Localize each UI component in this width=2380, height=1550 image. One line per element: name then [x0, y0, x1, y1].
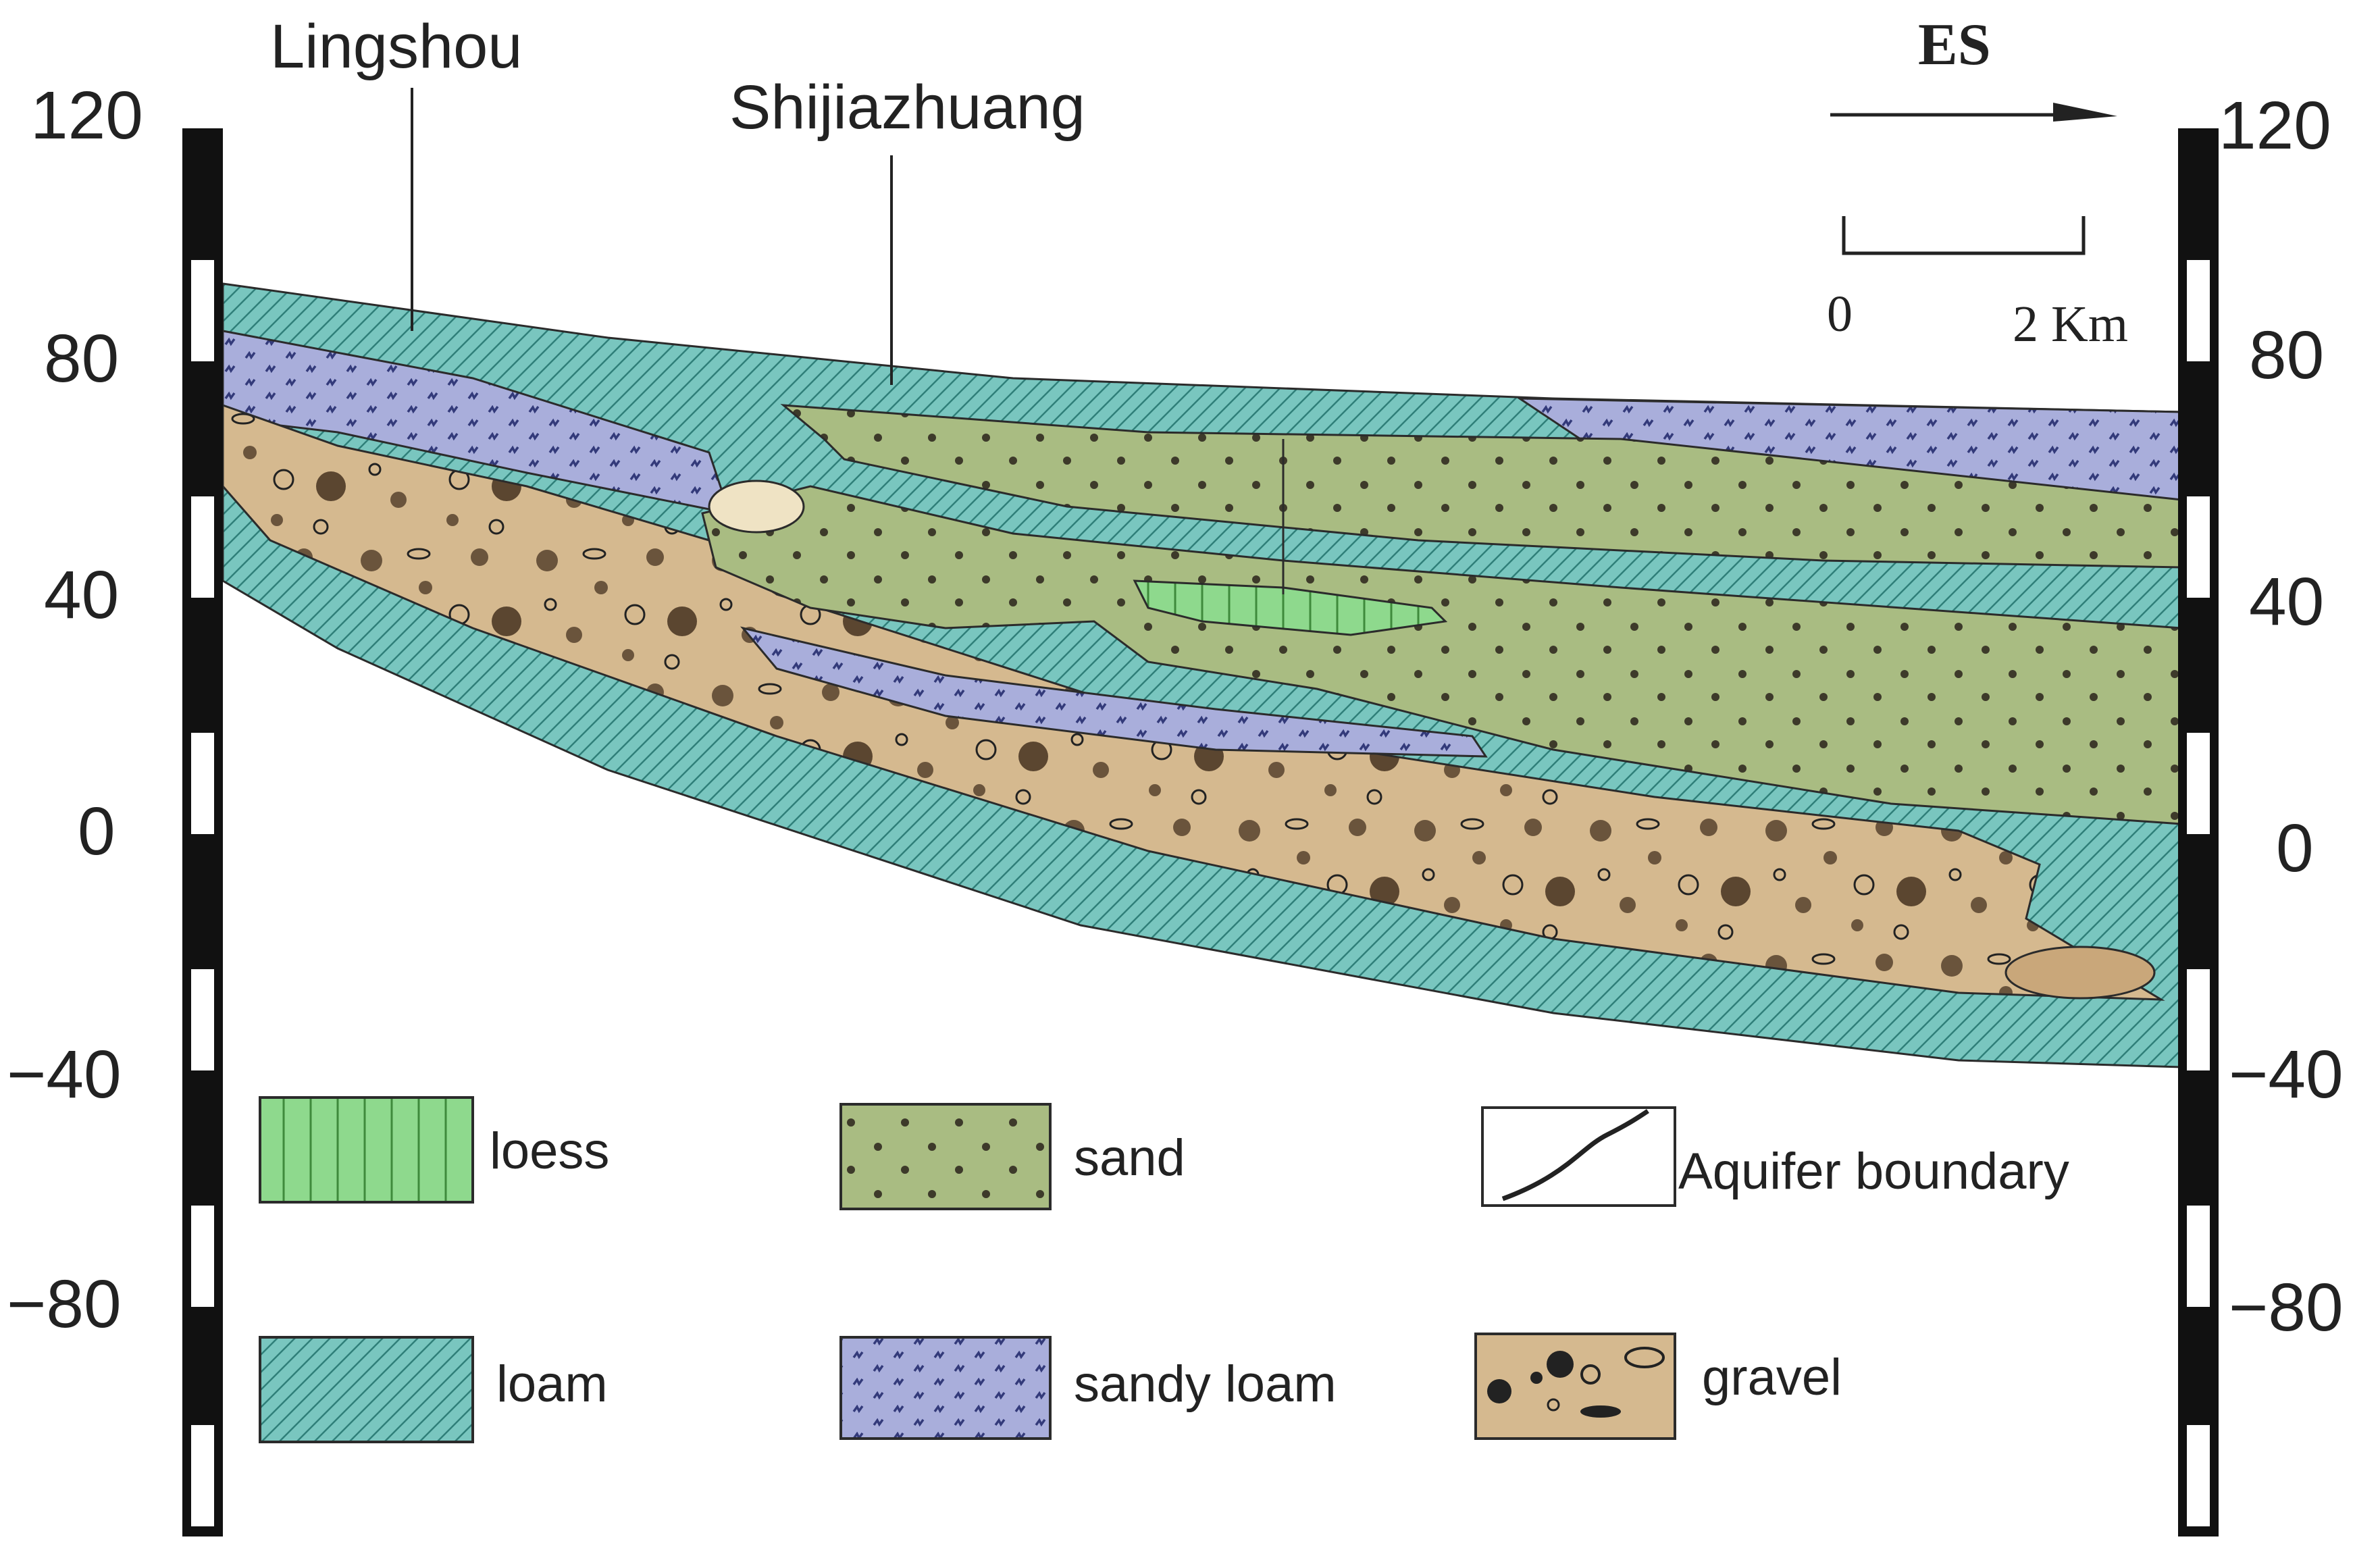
scale-bar-line: [1844, 216, 2084, 253]
tick-left-80: 80: [44, 321, 119, 396]
tick-right-80: 80: [2249, 317, 2324, 393]
elevation-ticks-right: 120 80 40 0 −40 −80: [2219, 88, 2344, 1345]
legend-label-sand: sand: [1074, 1129, 1185, 1187]
pale-gravel-lens: [709, 481, 804, 532]
tick-left-neg80: −80: [7, 1266, 122, 1342]
legend-label-sandy-loam: sandy loam: [1074, 1355, 1337, 1413]
tick-right-0: 0: [2276, 810, 2314, 886]
legend-swatch-loess: [260, 1097, 473, 1202]
tick-right-120: 120: [2219, 88, 2331, 163]
scale-bar-end: 2 Km: [2013, 296, 2128, 353]
legend-swatch-loam: [260, 1337, 473, 1442]
label-lingshou: Lingshou: [270, 12, 522, 81]
direction-indicator: ES: [1830, 12, 2117, 122]
elevation-column-left: [182, 128, 223, 1536]
tick-left-neg40: −40: [7, 1037, 122, 1112]
tick-right-neg80: −80: [2229, 1270, 2344, 1345]
legend-swatch-sandy-loam: [841, 1337, 1050, 1439]
legend-label-aquifer-boundary: Aquifer boundary: [1678, 1143, 2069, 1200]
arrow-right-icon: [2053, 103, 2117, 122]
tick-left-120: 120: [30, 78, 143, 153]
legend-label-loam: loam: [496, 1355, 608, 1413]
legend-label-loess: loess: [490, 1122, 609, 1180]
scale-bar: 0 2 Km: [1827, 216, 2128, 353]
legend-swatch-sand: [841, 1104, 1050, 1209]
gravel-lens-bottom: [2006, 947, 2154, 998]
tick-left-0: 0: [78, 794, 115, 869]
elevation-column-right: [2178, 128, 2219, 1536]
tick-right-40: 40: [2249, 564, 2324, 640]
label-shijiazhuang: Shijiazhuang: [729, 73, 1085, 142]
scale-bar-start: 0: [1827, 286, 1853, 342]
tick-left-40: 40: [44, 557, 119, 633]
elevation-ticks-left: 120 80 40 0 −40 −80: [7, 78, 143, 1342]
tick-right-neg40: −40: [2229, 1037, 2344, 1112]
cross-section-layers: [223, 284, 2181, 1067]
legend-label-gravel: gravel: [1702, 1349, 1842, 1406]
direction-label: ES: [1918, 12, 1991, 78]
legend: loess sand Aquifer boundary loam sandy l…: [260, 1097, 2069, 1442]
